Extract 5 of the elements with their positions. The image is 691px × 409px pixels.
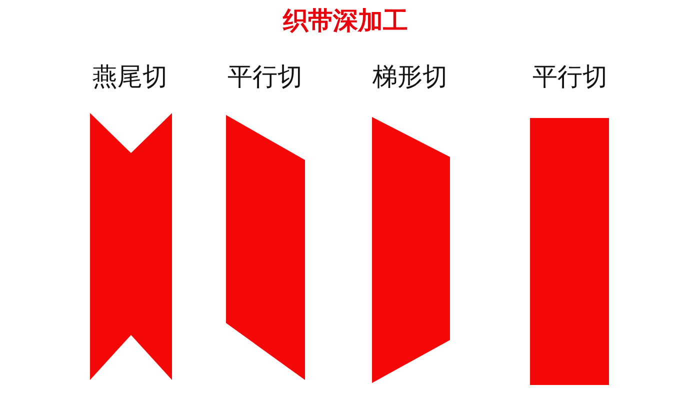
cut-type-label: 燕尾切	[92, 61, 168, 93]
cut-type-label: 平行切	[226, 61, 304, 93]
title: 织带深加工	[282, 5, 409, 37]
cut-type-label: 平行切	[532, 61, 608, 93]
cut-type-label: 梯形切	[372, 61, 448, 93]
